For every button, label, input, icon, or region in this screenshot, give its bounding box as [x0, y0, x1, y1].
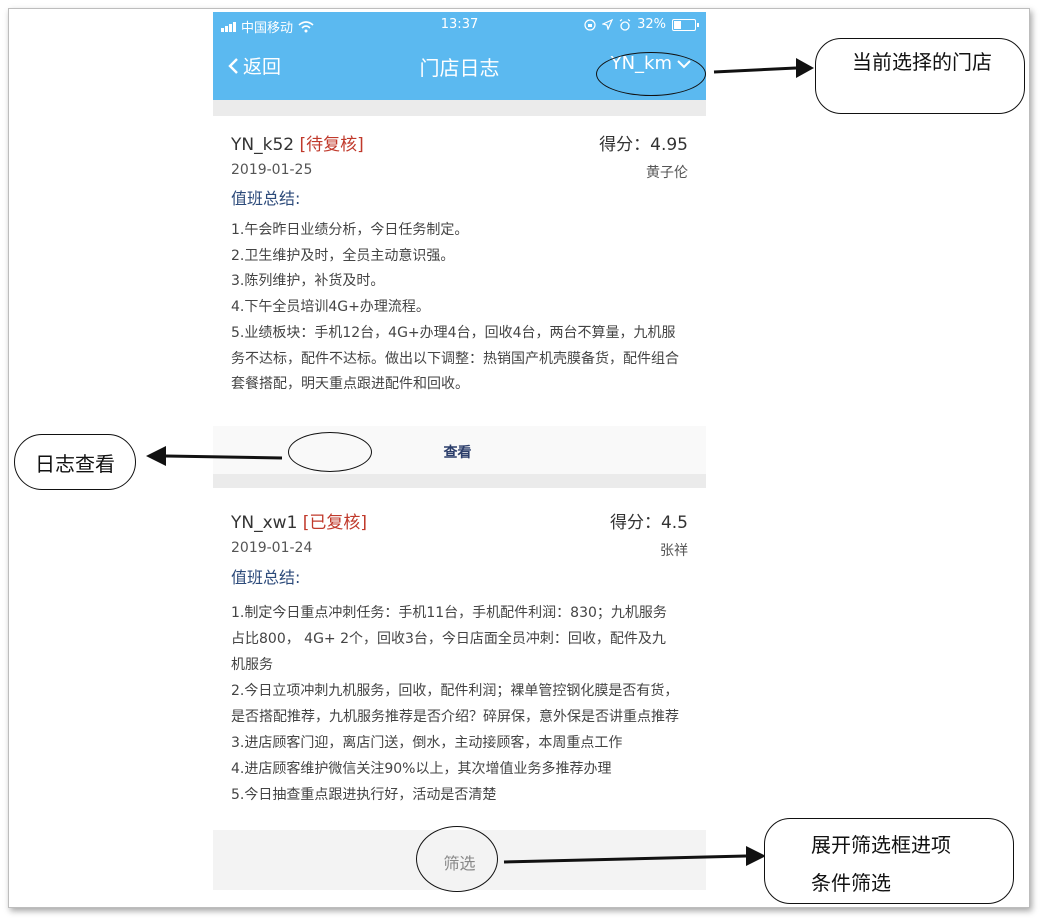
- summary-line: 2.卫生维护及时，全员主动意识强。: [231, 247, 455, 264]
- view-note-text: 日志查看: [35, 452, 115, 476]
- arrow-to-filter-note: [503, 846, 766, 866]
- view-highlight-ellipse: [288, 432, 372, 472]
- log-card-header: YN_xw1 [已复核] 得分：4.5: [231, 508, 688, 533]
- signal-icon: [221, 21, 236, 32]
- review-status: [待复核]: [299, 135, 364, 155]
- summary-line: 机服务: [231, 657, 273, 673]
- summary-label: 值班总结:: [231, 568, 301, 587]
- filter-highlight-ellipse: [416, 826, 498, 892]
- filter-note-callout: 展开筛选框进项 条件筛选: [764, 818, 1014, 904]
- log-card-header: YN_k52 [待复核] 得分：4.95: [231, 130, 688, 155]
- summary-line: 4.进店顾客维护微信关注90%以上，其次增值业务多推荐办理: [231, 761, 612, 777]
- card-gap: [213, 474, 706, 488]
- store-highlight-ellipse: [596, 52, 706, 96]
- summary-line: 是否搭配推荐，九机服务推荐是否介绍？碎屏保，意外保是否讲重点推荐: [231, 709, 679, 725]
- summary-line: 3.进店顾客门迎，离店门送，倒水，主动接顾客，本周重点工作: [231, 735, 623, 751]
- summary-lines: 1.午会昨日业绩分析，今日任务制定。 2.卫生维护及时，全员主动意识强。 3.陈…: [231, 218, 696, 398]
- view-note-callout: 日志查看: [14, 434, 136, 490]
- chevron-left-icon: [228, 57, 238, 74]
- battery-percent: 32%: [637, 17, 666, 32]
- summary-line: 套餐搭配，明天重点跟进配件和回收。: [231, 376, 469, 393]
- log-person: 张祥: [660, 543, 688, 559]
- battery-icon: [672, 18, 699, 31]
- summary-line: 4.下午全员培训4G+办理流程。: [231, 299, 430, 316]
- list-top-gap: [213, 100, 706, 116]
- log-card[interactable]: YN_k52 [待复核] 得分：4.95 2019-01-25 黄子伦 值班总结…: [213, 116, 706, 426]
- carrier-label: 中国移动: [241, 21, 294, 36]
- summary-line: 占比800， 4G+ 2个，回收3台，今日店面全员冲刺：回收，配件及九: [231, 631, 666, 647]
- wifi-icon: [298, 20, 314, 32]
- filter-note-text-line1: 展开筛选框进项: [811, 833, 951, 857]
- summary-line: 1.午会昨日业绩分析，今日任务制定。: [231, 222, 469, 238]
- back-label: 返回: [243, 56, 282, 78]
- review-status: [已复核]: [302, 513, 368, 533]
- alarm-icon: [619, 18, 631, 31]
- summary-line: 3.陈列维护，补货及时。: [231, 273, 385, 290]
- status-bar: 中国移动 13:37 32%: [213, 12, 706, 38]
- log-date: 2019-01-25: [231, 162, 313, 178]
- score: 得分：4.95: [599, 135, 688, 155]
- lock-rotation-icon: [584, 18, 596, 31]
- store-code: YN_xw1: [231, 513, 298, 533]
- view-log-button[interactable]: 查看: [443, 445, 472, 461]
- summary-lines: 1.制定今日重点冲刺任务：手机11台，手机配件利润：830；九机服务 占比800…: [231, 600, 696, 808]
- summary-line: 务不达标，配件不达标。做出以下调整：热销国产机壳膜备货，配件组合: [231, 350, 679, 367]
- back-button[interactable]: 返回: [227, 52, 281, 79]
- phone-screen: 中国移动 13:37 32% 返回 门店日志: [213, 12, 706, 890]
- store-code: YN_k52: [231, 135, 295, 155]
- filter-note-text-line2: 条件筛选: [811, 871, 891, 895]
- location-icon: [602, 19, 614, 30]
- summary-line: 1.制定今日重点冲刺任务：手机11台，手机配件利润：830；九机服务: [231, 605, 667, 621]
- summary-line: 5.业绩板块：手机12台，4G+办理4台，回收4台，两台不算量，九机服: [231, 324, 676, 341]
- log-date: 2019-01-24: [231, 540, 313, 556]
- log-card[interactable]: YN_xw1 [已复核] 得分：4.5 2019-01-24 张祥 值班总结: …: [213, 488, 706, 830]
- log-person: 黄子伦: [646, 165, 688, 181]
- store-note-text: 当前选择的门店: [852, 50, 992, 74]
- page-title: 门店日志: [419, 56, 500, 80]
- arrow-to-view-note: [146, 446, 283, 466]
- summary-line: 2.今日立项冲刺九机服务，回收，配件利润；裸单管控钢化膜是否有货，: [231, 683, 679, 699]
- store-note-callout: 当前选择的门店: [815, 38, 1025, 114]
- score: 得分：4.5: [609, 513, 688, 533]
- arrow-to-store-note: [713, 58, 814, 78]
- summary-label: 值班总结:: [231, 189, 301, 208]
- status-time: 13:37: [440, 17, 479, 32]
- summary-line: 5.今日抽查重点跟进执行好，活动是否清楚: [231, 787, 497, 803]
